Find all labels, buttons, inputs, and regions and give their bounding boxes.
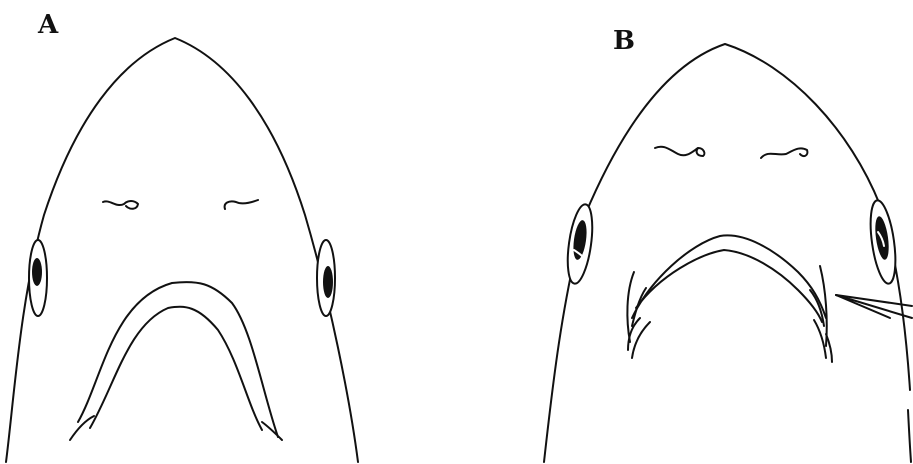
lower-jaw-a — [90, 307, 262, 430]
shark-head-a — [6, 38, 358, 462]
lower-jaw-b — [636, 250, 822, 322]
labial-furrow-left-b-3 — [628, 318, 640, 350]
eye-right-b — [866, 199, 899, 285]
nostril-right-a — [225, 200, 258, 209]
nostril-right-b — [761, 148, 807, 158]
head-outline-b — [544, 44, 910, 462]
upper-jaw-b — [632, 235, 826, 318]
nostril-left-a — [103, 201, 138, 209]
labial-furrow-left-b-4 — [632, 322, 650, 358]
shark-head-b — [544, 44, 912, 462]
labial-furrow-right-a — [262, 422, 282, 440]
head-outline-a — [6, 38, 358, 462]
eye-right-a — [317, 240, 335, 316]
upper-jaw-a — [78, 282, 278, 437]
head-outline-lower-right-b — [908, 410, 911, 462]
eye-left-b — [564, 203, 597, 285]
nostril-left-b — [655, 147, 704, 156]
eye-left-a — [29, 240, 47, 316]
